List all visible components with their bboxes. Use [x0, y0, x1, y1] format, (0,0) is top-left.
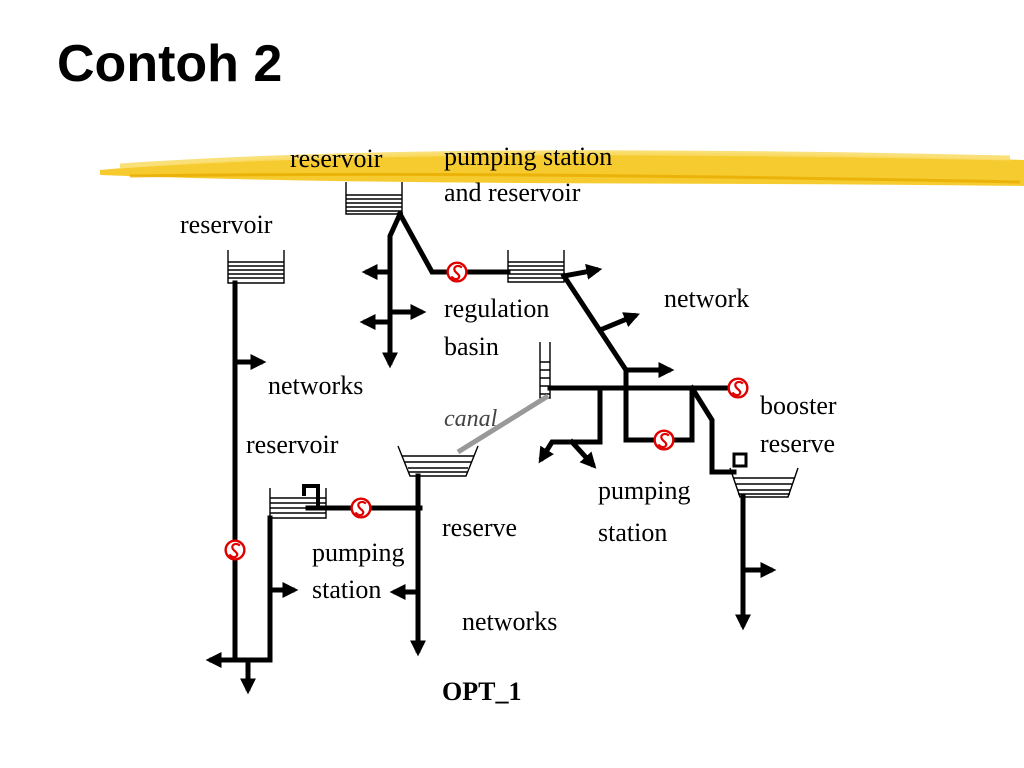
- label-reserve-center: reserve: [442, 513, 517, 542]
- pump-icon-booster: [727, 377, 749, 399]
- label-reservoir-left: reservoir: [180, 210, 273, 239]
- label-reservoir-lower: reservoir: [246, 430, 339, 459]
- label-station-left: station: [312, 575, 381, 604]
- pump-icon-lower: [350, 497, 372, 519]
- pipe-network: [205, 210, 777, 695]
- slide-title: Contoh 2: [57, 35, 283, 93]
- regulation-basin-tank: [507, 250, 565, 283]
- label-canal: canal: [444, 406, 498, 432]
- label-networks-left: networks: [268, 371, 363, 400]
- label-pumping-left: pumping: [312, 538, 404, 567]
- label-pumping-station: pumping station: [444, 142, 612, 171]
- highlighter-stroke: [100, 150, 1024, 186]
- label-regulation: regulation: [444, 294, 549, 323]
- pump-icon-pumping-station: [653, 429, 675, 451]
- label-station-right: station: [598, 518, 667, 547]
- check-valve-booster: [732, 452, 748, 468]
- label-pumping-right: pumping: [598, 476, 690, 505]
- reservoir-top-tank: [345, 182, 403, 215]
- pump-icon-left-line: [224, 539, 246, 561]
- label-reserve-booster: reserve: [760, 429, 835, 458]
- label-basin: basin: [444, 332, 499, 361]
- label-booster: booster: [760, 391, 837, 420]
- booster-reserve-tank: [729, 467, 799, 498]
- label-reservoir-top: reservoir: [290, 144, 383, 173]
- label-network: network: [664, 284, 749, 313]
- pump-icon-top: [446, 261, 468, 283]
- label-networks-bottom: networks: [462, 607, 557, 636]
- label-opt: OPT_1: [442, 677, 521, 706]
- reservoir-lower-tank: [269, 488, 327, 519]
- reserve-center-tank: [397, 445, 479, 477]
- reservoir-left-tank: [227, 250, 285, 284]
- label-and-reservoir: and reservoir: [444, 178, 581, 207]
- check-valve-lower-reservoir: [302, 484, 320, 508]
- canal-pipe: [456, 393, 550, 455]
